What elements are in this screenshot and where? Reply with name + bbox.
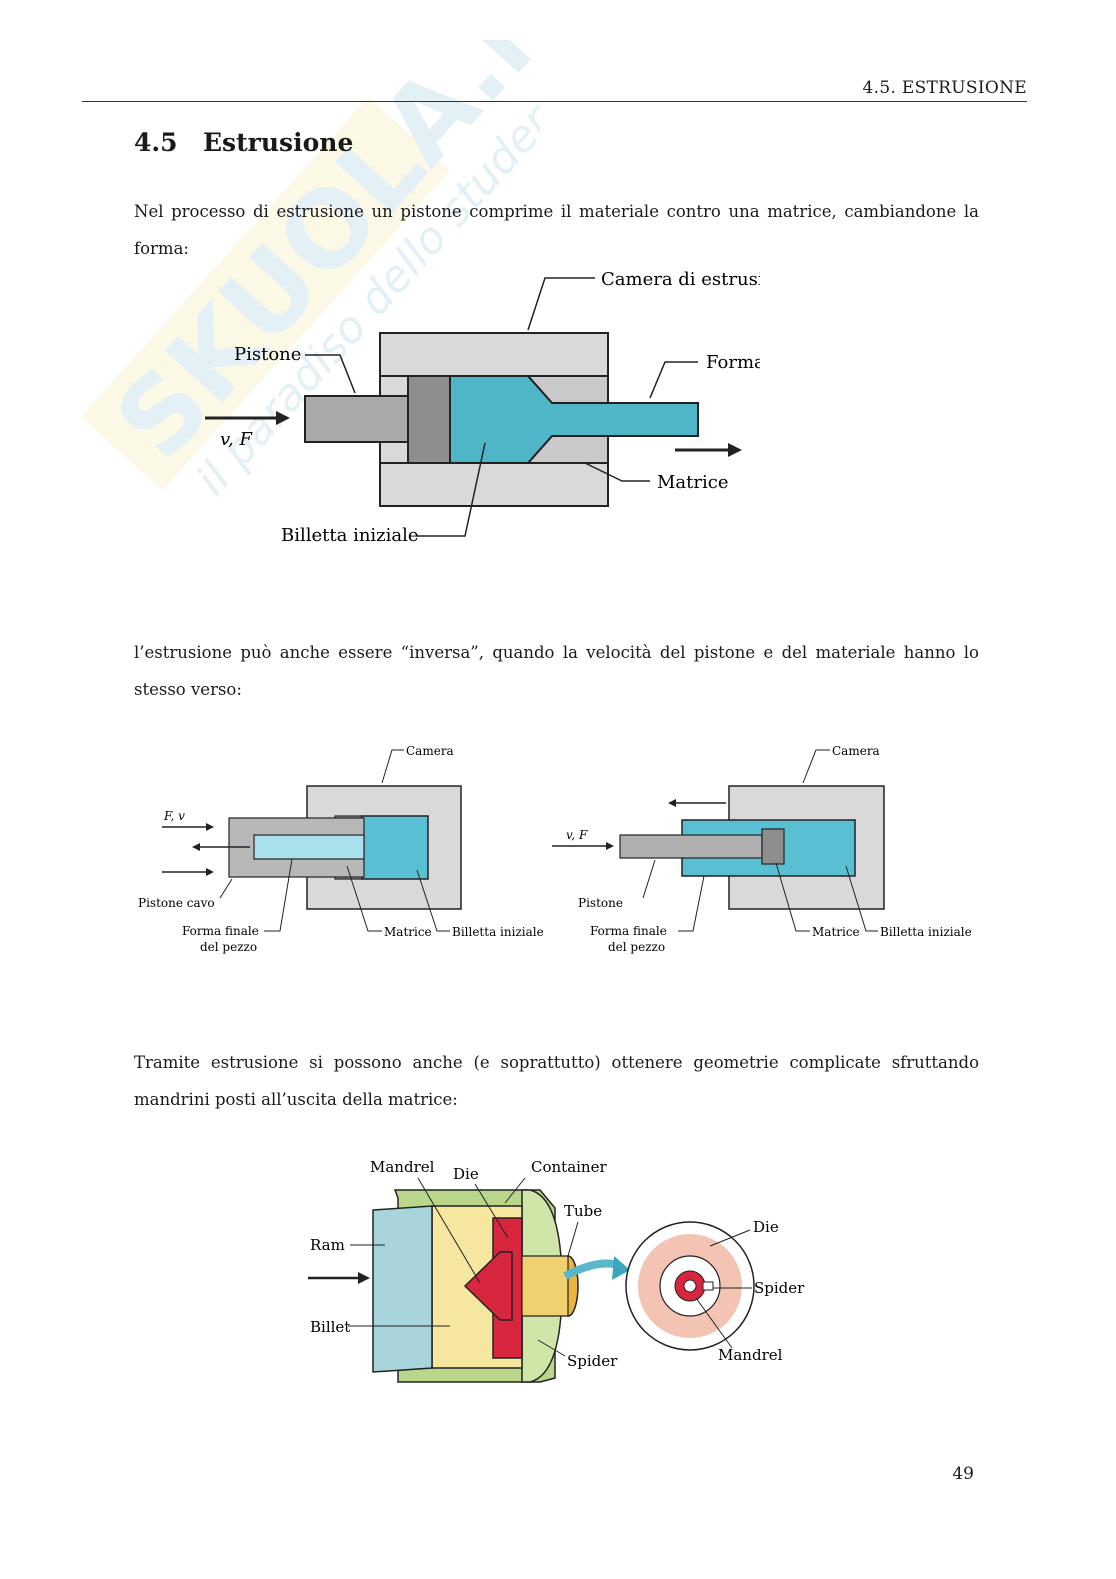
chamber-leader xyxy=(527,277,595,331)
force-label: F, v xyxy=(163,809,185,823)
section-heading: 4.5 Estrusione xyxy=(134,128,353,157)
end-mandrel-leader xyxy=(695,1297,733,1349)
billet-label: Billetta iniziale xyxy=(452,925,544,939)
section-title: Estrusione xyxy=(203,128,354,157)
tube-leader xyxy=(567,1221,579,1257)
chamber-label: Camera xyxy=(832,744,880,758)
inverse-extrusion-right-figure: Camera v, F Pistone Forma finale del pez… xyxy=(552,744,972,954)
end-spider-label: Spider xyxy=(754,1279,805,1297)
chamber-label: Camera xyxy=(406,744,454,758)
mandrel-leader xyxy=(417,1177,481,1284)
section-number: 4.5 xyxy=(134,128,178,157)
force-arrow-head xyxy=(606,842,614,850)
output-arrow-head xyxy=(668,799,676,807)
billet-leader xyxy=(845,865,878,932)
die-label: Matrice xyxy=(657,472,729,493)
final-shape-leader xyxy=(264,858,293,932)
piston-label: Pistone xyxy=(234,344,301,365)
billet-leader xyxy=(416,442,486,537)
spider-label: Spider xyxy=(567,1352,618,1370)
piston-leader xyxy=(305,354,356,394)
container-leader xyxy=(504,1177,526,1204)
container-label: Container xyxy=(531,1158,607,1176)
billet-label: Billet xyxy=(310,1318,350,1336)
piston-label: Pistone xyxy=(578,896,623,910)
piston-leader xyxy=(642,859,656,899)
die-leader xyxy=(346,865,382,932)
force-label: v, F xyxy=(566,828,588,842)
final-shape-tube xyxy=(253,834,365,860)
die-leader xyxy=(584,462,650,482)
billet xyxy=(449,375,699,464)
mandrels-paragraph: Tramite estrusione si possono anche (e s… xyxy=(134,1053,979,1109)
end-view-spider xyxy=(702,1281,714,1291)
page-number: 49 xyxy=(952,1464,974,1484)
ram xyxy=(372,1205,433,1373)
force-arrow-1-head xyxy=(206,823,214,831)
tube-label: Tube xyxy=(564,1202,602,1220)
final-shape-label-line2: del pezzo xyxy=(200,940,257,954)
spider-leader xyxy=(537,1339,566,1357)
flow-arrow-head xyxy=(612,1256,630,1280)
mandrel xyxy=(463,1251,513,1321)
inverse-extrusion-left-figure: Camera F, v Pistone cavo Forma finale de… xyxy=(138,744,544,954)
end-die-leader xyxy=(709,1229,751,1247)
end-die-label: Die xyxy=(753,1218,779,1236)
chamber-leader xyxy=(802,749,830,784)
running-head: 4.5. ESTRUSIONE xyxy=(862,78,1027,98)
die-leader xyxy=(474,1183,509,1239)
force-arrow-head xyxy=(276,411,290,425)
die-label: Matrice xyxy=(384,925,432,939)
mandrel-extrusion-figure: Mandrel Die Container Tube Ram Billet Sp… xyxy=(308,1158,805,1383)
chamber-label: Camera di estrusione xyxy=(601,269,760,290)
mandrel-label: Mandrel xyxy=(370,1158,435,1176)
end-mandrel-label: Mandrel xyxy=(718,1346,783,1364)
final-shape-label: Forma finale del pezzo xyxy=(706,352,760,373)
piston-head xyxy=(407,375,451,464)
intro-paragraph: Nel processo di estrusione un pistone co… xyxy=(134,202,979,258)
billet-label: Billetta iniziale xyxy=(281,525,419,546)
billet-label: Billetta iniziale xyxy=(880,925,972,939)
piston-label: Pistone cavo xyxy=(138,896,215,910)
inverse-paragraph: l’estrusione può anche essere “inversa”,… xyxy=(134,643,979,699)
die-label: Matrice xyxy=(812,925,860,939)
final-shape-label-line2: del pezzo xyxy=(608,940,665,954)
header-rule xyxy=(82,101,1027,102)
final-shape-label-line1: Forma finale xyxy=(182,924,259,938)
force-arrow-2-head xyxy=(206,868,214,876)
velocity-label: v, F xyxy=(220,429,253,450)
piston-rod xyxy=(619,834,763,859)
die-leader xyxy=(775,862,810,932)
direct-extrusion-figure: Camera di estrusione Pistone Forma final… xyxy=(205,269,760,546)
final-shape-leader xyxy=(649,361,698,399)
end-view-center xyxy=(683,1279,697,1293)
final-shape-leader xyxy=(678,875,705,932)
billet-leader xyxy=(416,869,450,932)
piston-leader xyxy=(219,878,233,899)
chamber-top xyxy=(379,332,609,377)
ram-label: Ram xyxy=(310,1236,345,1254)
die-label: Die xyxy=(453,1165,479,1183)
final-shape-label-line1: Forma finale xyxy=(590,924,667,938)
output-arrow-head xyxy=(728,443,742,457)
ram-arrow-head xyxy=(358,1272,370,1284)
chamber-bottom xyxy=(379,462,609,507)
tube xyxy=(521,1255,569,1317)
piston-rod xyxy=(304,395,411,443)
piston-head xyxy=(761,828,785,865)
billet xyxy=(361,815,429,880)
chamber-leader xyxy=(381,749,404,784)
output-arrow-head xyxy=(192,843,200,851)
